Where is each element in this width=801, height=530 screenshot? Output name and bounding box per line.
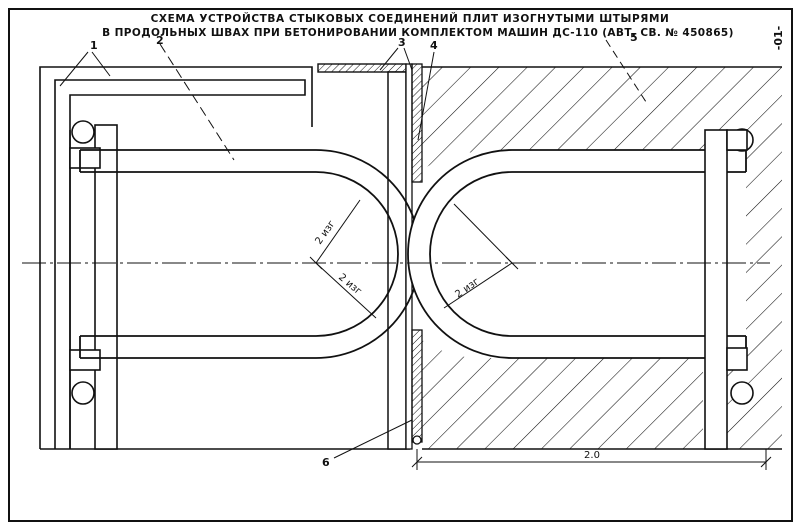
dimension-label: 2.0 — [584, 450, 600, 461]
left-frame-post — [69, 120, 118, 450]
leader-lines — [59, 39, 649, 459]
callout-6: 6 — [322, 456, 330, 469]
callout-5: 5 — [630, 31, 638, 44]
joint-strip — [411, 63, 423, 445]
title-line-1: СХЕМА УСТРОЙСТВА СТЫКОВЫХ СОЕДИНЕНИЙ ПЛИ… — [151, 12, 670, 25]
left-hairpin-rebar — [79, 149, 421, 359]
callout-1: 1 — [90, 39, 98, 52]
radius-dimensions — [309, 199, 519, 319]
bottom-dimension — [411, 449, 772, 470]
callout-2: 2 — [156, 34, 164, 47]
callout-4: 4 — [430, 39, 438, 52]
radius-label-upper-left: 2 изг — [313, 219, 337, 247]
callout-3: 3 — [398, 36, 406, 49]
right-frame-post — [704, 128, 754, 450]
sheet-border — [8, 8, 793, 522]
page-number: -01- — [772, 26, 785, 50]
title-line-2: В ПРОДОЛЬНЫХ ШВАХ ПРИ БЕТОНИРОВАНИИ КОМП… — [102, 27, 734, 39]
right-hairpin-rebar — [407, 149, 747, 359]
